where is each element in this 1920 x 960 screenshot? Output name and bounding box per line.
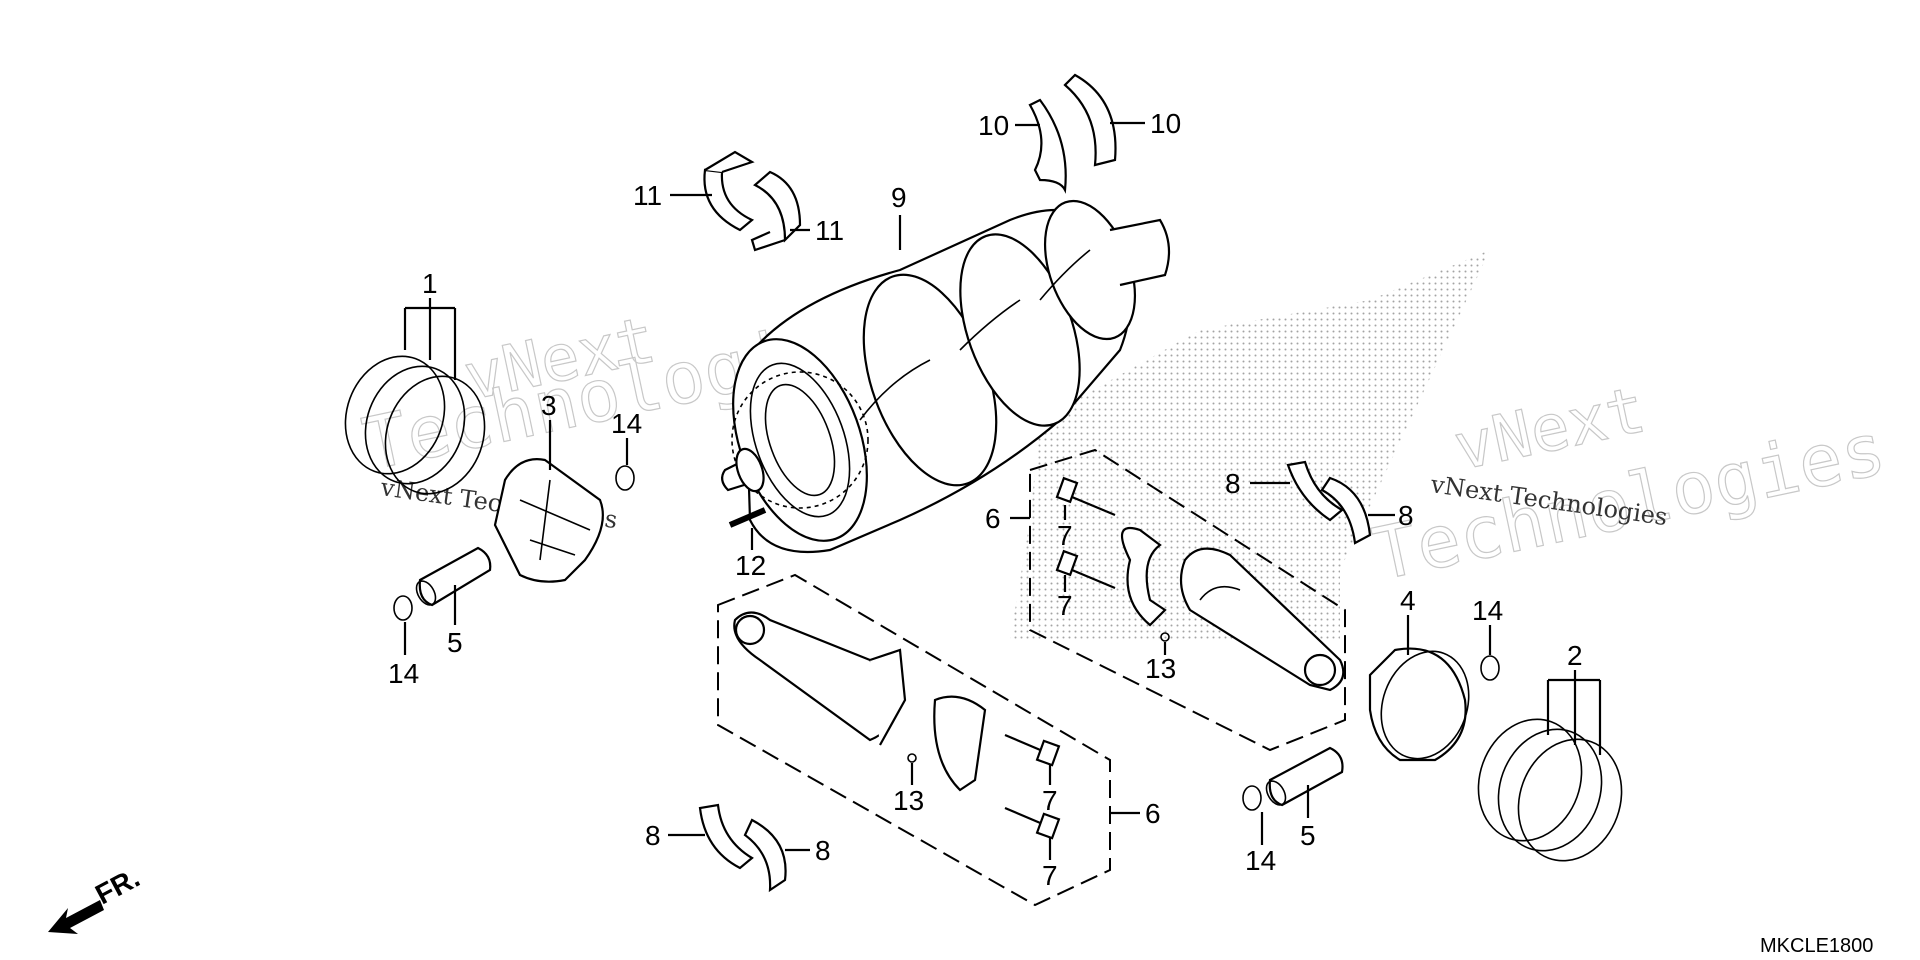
piston-left[interactable] xyxy=(493,458,604,583)
callout-12: 12 xyxy=(735,550,766,581)
callout-10-a: 10 xyxy=(978,110,1009,141)
callout-7-right-1: 7 xyxy=(1057,520,1073,551)
conrod-right[interactable] xyxy=(1179,547,1345,692)
conrod-cap-right[interactable] xyxy=(1120,527,1167,627)
piston-pin-clip-right-bottom[interactable] xyxy=(1242,785,1262,811)
callout-labels: 1 3 14 14 5 12 11 11 9 10 10 6 7 7 13 8 … xyxy=(388,108,1583,891)
callout-9: 9 xyxy=(891,182,907,213)
callout-14-left-bottom: 14 xyxy=(388,658,419,689)
callout-1: 1 xyxy=(422,268,438,299)
callout-14-right-top: 14 xyxy=(1472,595,1503,626)
conrod-cap-lower[interactable] xyxy=(933,695,987,792)
piston-pin-right[interactable] xyxy=(1263,746,1344,808)
conrod-bearing-right-b[interactable] xyxy=(1320,476,1372,545)
callout-2: 2 xyxy=(1567,640,1583,671)
callout-10-b: 10 xyxy=(1150,108,1181,139)
main-bearing-upper[interactable] xyxy=(703,150,755,232)
callout-6-right: 6 xyxy=(985,503,1001,534)
front-arrow: FR. xyxy=(48,862,145,934)
piston-pin-clip-right-top[interactable] xyxy=(1480,655,1500,681)
leader-lines xyxy=(403,121,1602,860)
callout-13-lower: 13 xyxy=(893,785,924,816)
dowel-pin-lower[interactable] xyxy=(907,753,917,763)
conrod-lower[interactable] xyxy=(733,611,907,746)
conrod-bearing-lower-a[interactable] xyxy=(698,803,754,870)
callout-6-lower: 6 xyxy=(1145,798,1161,829)
callout-3: 3 xyxy=(541,390,557,421)
callout-14-left-top: 14 xyxy=(611,408,642,439)
callout-14-right-bottom: 14 xyxy=(1245,845,1276,876)
piston-right[interactable] xyxy=(1367,639,1484,771)
piston-pin-clip-left-bottom[interactable] xyxy=(393,595,413,621)
callout-11-b: 11 xyxy=(815,215,844,246)
main-bearing-lower[interactable] xyxy=(750,170,802,252)
crankshaft[interactable] xyxy=(708,189,1171,560)
conrod-bearing-right-a[interactable] xyxy=(1286,460,1344,522)
diagram-code: MKCLE1800 xyxy=(1760,935,1873,957)
callout-11-a: 11 xyxy=(633,180,662,211)
callout-8-right-b: 8 xyxy=(1398,500,1414,531)
piston-ring-set-right[interactable] xyxy=(1462,705,1638,876)
conrod-bolt-lower-1[interactable] xyxy=(1004,733,1061,767)
callout-7-lower-1: 7 xyxy=(1042,785,1058,816)
conrod-bolt-right-1[interactable] xyxy=(1055,476,1116,517)
callout-5-right: 5 xyxy=(1300,820,1316,851)
conrod-group-box-right xyxy=(1029,448,1346,752)
woodruff-key[interactable] xyxy=(728,507,767,528)
conrod-bolt-right-2[interactable] xyxy=(1055,549,1116,590)
callout-7-lower-2: 7 xyxy=(1042,860,1058,891)
callout-7-right-2: 7 xyxy=(1057,590,1073,621)
piston-pin-left[interactable] xyxy=(413,546,492,608)
callout-8-lower-b: 8 xyxy=(815,835,831,866)
callout-8-lower-a: 8 xyxy=(645,820,661,851)
callout-5-left: 5 xyxy=(447,627,463,658)
conrod-group-box-lower xyxy=(717,573,1111,907)
conrod-bearing-lower-b[interactable] xyxy=(743,818,787,893)
piston-pin-clip-left-top[interactable] xyxy=(615,465,635,491)
watermark-right: Technologies vNext vNext Technologies xyxy=(1365,373,1892,598)
callout-8-right-a: 8 xyxy=(1225,468,1241,499)
callout-13-right: 13 xyxy=(1145,653,1176,684)
dowel-pin-right[interactable] xyxy=(1160,632,1170,642)
callout-4: 4 xyxy=(1400,585,1416,616)
thrust-washer-right[interactable] xyxy=(1063,73,1117,167)
conrod-bolt-lower-2[interactable] xyxy=(1004,806,1061,840)
thrust-washer-left[interactable] xyxy=(1028,98,1067,194)
